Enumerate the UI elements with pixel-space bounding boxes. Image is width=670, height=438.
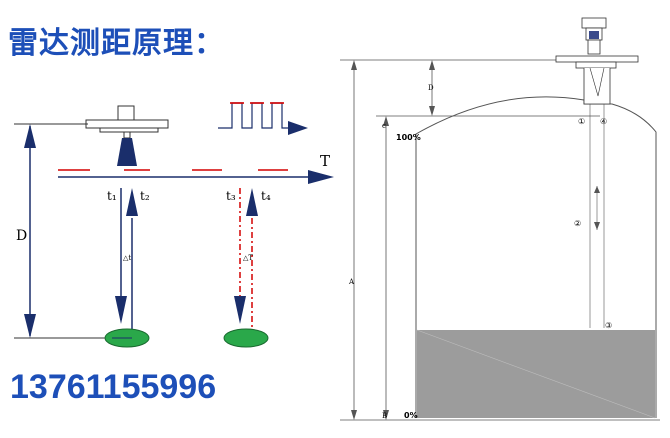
tank <box>415 96 657 419</box>
label-4: ④ <box>600 117 607 126</box>
t4-label: t₄ <box>261 189 271 203</box>
pulse-train <box>218 102 308 135</box>
time-axis <box>58 169 334 184</box>
distance-label: D <box>16 228 27 244</box>
wave-pair-1 <box>115 188 138 336</box>
radar-sensor-left <box>85 105 169 166</box>
dimension-c <box>383 116 389 420</box>
t3-label: t₃ <box>226 189 236 203</box>
label-c: c <box>382 122 386 130</box>
wave-pair-2 <box>234 188 258 336</box>
target-ellipse-2 <box>223 328 269 348</box>
dimension-d <box>429 60 435 116</box>
label-3: ③ <box>605 321 612 330</box>
distance-arrow <box>24 124 36 338</box>
phone-number: 13761155996 <box>10 368 217 406</box>
time-axis-label: T <box>320 152 330 170</box>
radar-sensor-tank <box>555 17 639 328</box>
label-a: A <box>348 278 355 286</box>
label-0-percent: 0% <box>404 411 418 420</box>
label-100-percent: 100% <box>396 133 421 142</box>
label-d: D <box>428 84 434 92</box>
label-2: ② <box>574 219 581 228</box>
dimension-a <box>351 60 357 420</box>
page-title: 雷达测距原理： <box>8 26 225 61</box>
t1-label: t₁ <box>107 189 117 203</box>
delta-t-label-2: △T <box>243 254 253 262</box>
delta-t-label-1: △t <box>123 254 131 262</box>
label-1: ① <box>578 117 585 126</box>
label-b: B <box>382 412 387 420</box>
t2-label: t₂ <box>140 189 150 203</box>
